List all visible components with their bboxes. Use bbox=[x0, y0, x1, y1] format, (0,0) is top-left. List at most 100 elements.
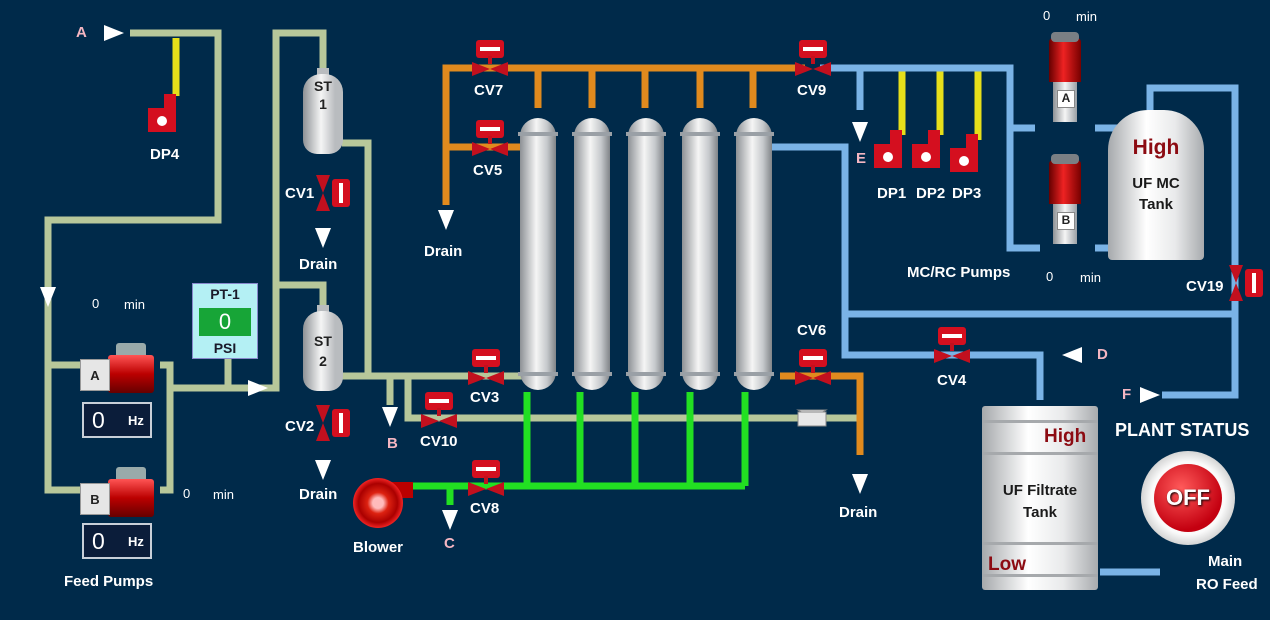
uf-membrane-4[interactable] bbox=[680, 118, 720, 390]
cv10-label: CV10 bbox=[420, 433, 458, 450]
blower[interactable] bbox=[353, 478, 415, 534]
arrow-down-icon bbox=[40, 287, 56, 307]
connector-d-label: D bbox=[1097, 346, 1108, 363]
dp2-sensor[interactable] bbox=[912, 130, 948, 168]
uf-membrane-2[interactable] bbox=[572, 118, 612, 390]
mc-pump-b[interactable]: B bbox=[1035, 154, 1095, 248]
cv2-label: CV2 bbox=[285, 418, 315, 435]
connector-b-label: B bbox=[387, 435, 398, 452]
cv9-valve[interactable] bbox=[795, 40, 831, 78]
arrow-down-icon bbox=[315, 460, 331, 480]
cv2-valve[interactable] bbox=[316, 405, 352, 441]
arrow-down-icon bbox=[382, 407, 398, 427]
pump-a-runtime-unit: min bbox=[124, 297, 145, 312]
feed-pump-b[interactable]: B bbox=[80, 467, 160, 519]
connector-c-label: C bbox=[444, 535, 455, 552]
plant-status-label: PLANT STATUS bbox=[1115, 420, 1250, 440]
pump-a-frequency: 0 bbox=[92, 407, 105, 433]
pump-letter: B bbox=[1057, 212, 1075, 230]
uf-mc-tank-level: High bbox=[1132, 136, 1180, 159]
arrow-down-icon bbox=[438, 210, 454, 230]
mc-pump-b-runtime-unit: min bbox=[1080, 270, 1101, 285]
pump-b-frequency: 0 bbox=[92, 528, 105, 554]
dp3-label: DP3 bbox=[952, 185, 982, 202]
cv3-label: CV3 bbox=[470, 389, 500, 406]
strainer-1-label-a: ST bbox=[314, 78, 332, 94]
strainer-1[interactable]: ST 1 bbox=[303, 68, 343, 158]
filtrate-tank-name-2: Tank bbox=[1023, 504, 1057, 521]
filtrate-tank-high: High bbox=[1044, 426, 1087, 447]
cv19-label: CV19 bbox=[1186, 278, 1224, 295]
arrow-down-icon bbox=[852, 474, 868, 494]
main-ro-feed-label-2: RO Feed bbox=[1196, 576, 1258, 593]
drain-label: Drain bbox=[839, 504, 878, 521]
uf-filtrate-tank[interactable]: High UF Filtrate Tank Low bbox=[982, 406, 1098, 590]
dp4-label: DP4 bbox=[150, 146, 180, 163]
pump-b-runtime-unit: min bbox=[213, 487, 234, 502]
arrow-down-icon bbox=[852, 122, 868, 142]
arrow-down-icon bbox=[315, 228, 331, 248]
cv9-label: CV9 bbox=[797, 82, 827, 99]
uf-membrane-3[interactable] bbox=[626, 118, 666, 390]
drain-label: Drain bbox=[424, 243, 463, 260]
uf-membrane-5[interactable] bbox=[734, 118, 774, 390]
pump-b-frequency-display: 0 Hz bbox=[82, 523, 152, 559]
arrow-right-icon bbox=[104, 25, 124, 41]
pt1-title: PT-1 bbox=[210, 286, 240, 302]
uf-membrane-1[interactable] bbox=[518, 118, 558, 390]
connector-e-label: E bbox=[856, 150, 867, 167]
cv5-valve[interactable] bbox=[472, 120, 508, 158]
feed-pumps-label: Feed Pumps bbox=[64, 573, 154, 590]
mc-pump-b-runtime: 0 bbox=[1046, 269, 1054, 284]
uf-mc-tank-name-1: UF MC bbox=[1132, 175, 1180, 192]
cv3-valve[interactable] bbox=[468, 349, 504, 387]
cv8-valve[interactable] bbox=[468, 460, 504, 498]
cv5-label: CV5 bbox=[473, 162, 503, 179]
plant-power-button[interactable]: OFF bbox=[1141, 451, 1235, 545]
cv7-label: CV7 bbox=[474, 82, 504, 99]
dp4-sensor[interactable] bbox=[148, 94, 184, 132]
main-ro-feed-label-1: Main bbox=[1208, 553, 1243, 570]
dp1-label: DP1 bbox=[877, 185, 907, 202]
mc-rc-pumps-label: MC/RC Pumps bbox=[907, 264, 1011, 281]
cv10-valve[interactable] bbox=[421, 392, 457, 430]
connector-f-label: F bbox=[1122, 386, 1132, 403]
cv4-valve[interactable] bbox=[934, 327, 970, 365]
feed-pump-a[interactable]: A bbox=[80, 343, 160, 395]
strainer-1-label-b: 1 bbox=[319, 96, 327, 112]
cv1-label: CV1 bbox=[285, 185, 315, 202]
mc-pump-a-runtime: 0 bbox=[1043, 8, 1051, 23]
connector-a-label: A bbox=[76, 24, 87, 41]
arrow-right-icon bbox=[248, 380, 268, 396]
pt1-value: 0 bbox=[199, 308, 251, 336]
filtrate-tank-low: Low bbox=[988, 554, 1026, 575]
filtrate-tank-name-1: UF Filtrate bbox=[1002, 482, 1078, 499]
drain-label: Drain bbox=[299, 256, 338, 273]
pump-letter: A bbox=[80, 359, 110, 391]
plant-power-button-label: OFF bbox=[1154, 464, 1222, 532]
strainer-2[interactable]: ST 2 bbox=[303, 305, 343, 395]
pt1-pressure-display: PT-1 0 PSI bbox=[192, 283, 258, 359]
dp3-sensor[interactable] bbox=[950, 134, 986, 172]
dp2-label: DP2 bbox=[916, 185, 946, 202]
arrow-down-icon bbox=[442, 510, 458, 530]
blower-label: Blower bbox=[353, 539, 404, 556]
cv7-valve[interactable] bbox=[472, 40, 508, 78]
arrow-left-icon bbox=[1062, 347, 1082, 363]
cv8-label: CV8 bbox=[470, 500, 500, 517]
mc-pump-a-runtime-unit: min bbox=[1076, 9, 1097, 24]
frequency-unit: Hz bbox=[128, 534, 144, 549]
frequency-unit: Hz bbox=[128, 413, 144, 428]
strainer-2-label-a: ST bbox=[314, 333, 332, 349]
cv6-label: CV6 bbox=[797, 322, 827, 339]
uf-mc-tank[interactable]: High UF MC Tank bbox=[1108, 110, 1204, 260]
cv1-valve[interactable] bbox=[316, 175, 352, 211]
cv6-valve[interactable] bbox=[795, 349, 831, 387]
strainer-2-label-b: 2 bbox=[319, 353, 327, 369]
cv19-valve[interactable] bbox=[1229, 265, 1265, 301]
uf-mc-tank-name-2: Tank bbox=[1139, 196, 1173, 213]
mc-pump-a[interactable]: A bbox=[1035, 32, 1095, 126]
dp1-sensor[interactable] bbox=[874, 130, 910, 168]
